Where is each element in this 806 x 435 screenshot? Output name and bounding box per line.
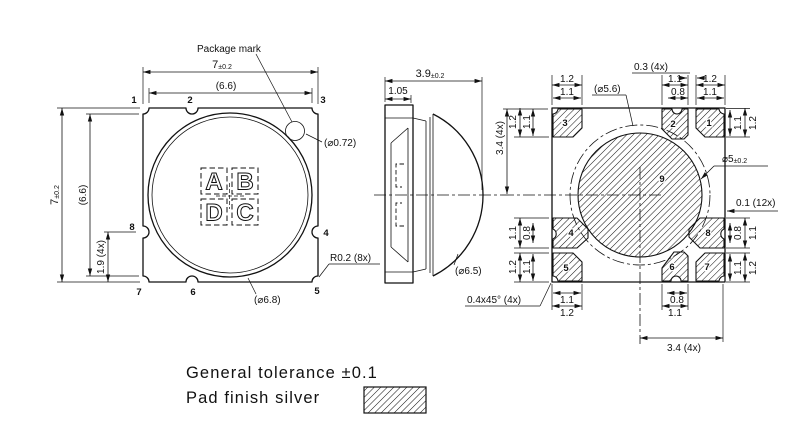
svg-text:1.1: 1.1	[522, 115, 533, 129]
svg-text:1.1: 1.1	[560, 87, 574, 98]
pad-finish-swatch	[363, 386, 427, 414]
pad-1	[695, 108, 725, 138]
svg-text:1.1: 1.1	[508, 226, 519, 240]
dim-inner-height: (6.6)	[78, 185, 89, 206]
pad-8	[688, 217, 725, 249]
svg-text:1.1: 1.1	[668, 308, 682, 319]
lens-diameter-label: (⌀6.8)	[254, 295, 281, 306]
dim-overall-width: 7±0.2	[212, 59, 232, 71]
pad-finish-note: Pad finish silver	[186, 389, 320, 407]
dim-overall-height: 7±0.2	[49, 185, 61, 205]
svg-text:1.1: 1.1	[733, 116, 744, 130]
svg-text:4: 4	[568, 228, 574, 239]
svg-text:1.2: 1.2	[560, 74, 574, 85]
pad-4	[552, 217, 589, 249]
svg-text:1.1: 1.1	[703, 87, 717, 98]
package-outline	[142, 107, 319, 283]
svg-text:0.8: 0.8	[733, 226, 744, 240]
chamfer-label: 0.4x45° (4x)	[467, 295, 521, 306]
top-view: A B D C 7±0.2 (6.6) 7±0.2 (6.6)	[49, 44, 380, 306]
dim-inner-width: (6.6)	[216, 81, 237, 92]
pad-2	[661, 108, 689, 140]
svg-text:1.1: 1.1	[748, 226, 759, 240]
lens-outline	[147, 112, 313, 278]
center-to-edge-h: 3.4 (4x)	[667, 343, 701, 354]
svg-text:1: 1	[706, 118, 712, 129]
pin-7: 7	[136, 287, 141, 298]
pad-numbers: 3 2 1 4 8 5 6 7 9	[561, 117, 714, 276]
svg-text:6: 6	[669, 262, 674, 273]
svg-text:2: 2	[670, 119, 675, 130]
pin-3: 3	[320, 95, 325, 106]
bottom-view: 3 2 1 4 8 5 6 7 9 1.2 1.1 1.1 0.8	[465, 62, 778, 354]
pad-7	[695, 252, 725, 282]
svg-text:1.1: 1.1	[733, 261, 744, 275]
orientation-letters: A B D C	[200, 167, 259, 227]
bottom-view-left-dims: 3.4 (4x) 1.2 1.1 1.1 0.8 1.2 1.1	[495, 108, 549, 283]
svg-text:3: 3	[562, 118, 567, 129]
general-tolerance-note: General tolerance ±0.1	[186, 364, 378, 382]
edge-clearance-label: 0.1 (12x)	[736, 198, 775, 209]
bottom-view-top-dims: 1.2 1.1 1.1 0.8 1.2 1.1 0.3 (4x) (⌀5.6)	[551, 62, 726, 127]
corner-radius-label: R0.2 (8x)	[330, 253, 371, 264]
top-view-labels: Package mark (⌀0.72) (⌀6.8) R0.2 (8x)	[197, 44, 380, 306]
side-lens-diameter-label: (⌀6.5)	[455, 266, 482, 277]
dim-base-depth: 1.05	[388, 86, 408, 97]
body-outline	[384, 104, 414, 284]
svg-text:1.2: 1.2	[508, 115, 519, 129]
letter-b: B	[236, 169, 253, 196]
package-mark-label: Package mark	[197, 44, 262, 55]
legend: General tolerance ±0.1 Pad finish silver	[186, 364, 427, 414]
package-mark-circle	[285, 121, 305, 141]
svg-text:1.2: 1.2	[508, 260, 519, 274]
svg-text:1.2: 1.2	[748, 261, 759, 275]
pin-6: 6	[190, 287, 195, 298]
letter-d: D	[205, 200, 222, 227]
pin-2: 2	[187, 95, 192, 106]
svg-text:9: 9	[659, 174, 664, 185]
side-view-dimensions: 3.9±0.2 1.05 (⌀6.5)	[384, 68, 483, 277]
dim-notch-offset: 1.9 (4x)	[96, 240, 107, 274]
pad-6	[661, 251, 689, 282]
svg-text:1.1: 1.1	[668, 74, 682, 85]
bottom-view-bottom-dims: 1.1 1.2 0.8 1.1 3.4 (4x) 0.4x45° (4x)	[465, 282, 724, 354]
svg-text:1.2: 1.2	[560, 308, 574, 319]
bottom-view-right-dims: 1.1 1.2 0.8 1.1 1.1 1.2 ⌀5±0.2 0.1 (12x)	[700, 108, 778, 283]
svg-text:0.8: 0.8	[671, 87, 685, 98]
mask-diameter-label: (⌀5.6)	[594, 84, 621, 95]
svg-text:7: 7	[704, 262, 709, 273]
pin-numbers: 1 2 3 4 5 6 7 8	[129, 95, 329, 298]
letter-c: C	[236, 200, 253, 227]
hidden-internal-lines	[395, 163, 404, 188]
top-view-dimensions: 7±0.2 (6.6) 7±0.2 (6.6) 1.9 (4x)	[49, 59, 319, 283]
center-pad-diameter-label: ⌀5±0.2	[722, 154, 747, 165]
pad-3	[552, 108, 583, 138]
svg-text:1.1: 1.1	[560, 295, 574, 306]
svg-text:1.1: 1.1	[522, 260, 533, 274]
pin-5: 5	[314, 286, 320, 297]
svg-text:8: 8	[705, 228, 710, 239]
pad-5	[552, 252, 583, 282]
svg-text:1.2: 1.2	[748, 116, 759, 130]
svg-text:5: 5	[563, 263, 569, 274]
pin-8: 8	[129, 222, 134, 233]
letter-a: A	[205, 169, 222, 196]
svg-text:0.8: 0.8	[522, 226, 533, 240]
mark-diameter-label: (⌀0.72)	[324, 138, 356, 149]
side-view: 3.9±0.2 1.05 (⌀6.5)	[374, 68, 502, 284]
lens-inner-ring	[151, 116, 309, 274]
pad-gap-label: 0.3 (4x)	[634, 62, 668, 73]
dim-overall-depth: 3.9±0.2	[416, 68, 445, 80]
svg-text:1.2: 1.2	[703, 74, 717, 85]
pin-4: 4	[323, 228, 329, 239]
center-to-edge-v: 3.4 (4x)	[495, 121, 506, 155]
pin-1: 1	[131, 95, 137, 106]
svg-text:0.8: 0.8	[670, 295, 684, 306]
